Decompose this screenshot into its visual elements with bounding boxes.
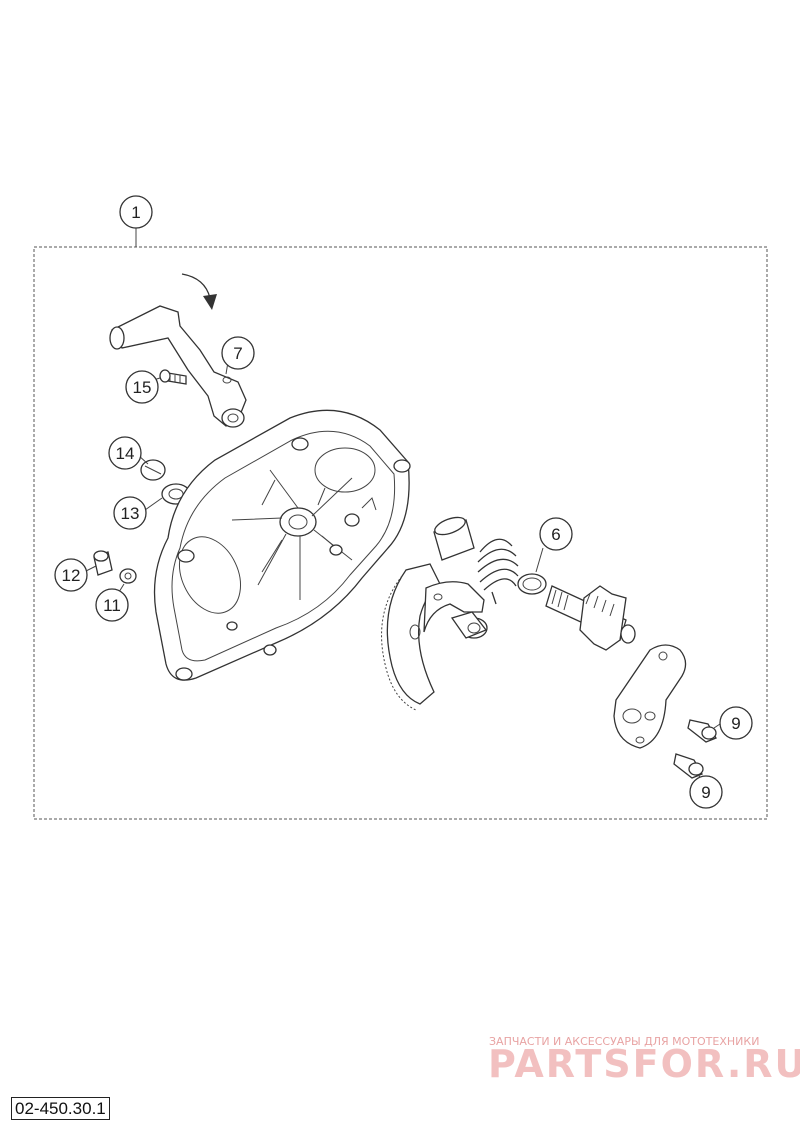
plate-bolt-upper <box>687 719 717 743</box>
callout-13: 13 <box>113 496 147 530</box>
svg-text:7: 7 <box>233 344 242 363</box>
callout-9-lower: 9 <box>689 775 723 809</box>
callout-12: 12 <box>54 558 88 592</box>
torsion-spring <box>477 538 519 605</box>
segment-gear <box>381 563 488 711</box>
svg-text:11: 11 <box>103 596 121 615</box>
svg-text:6: 6 <box>551 525 560 544</box>
kick-starter-lever <box>109 305 247 428</box>
bush <box>433 516 475 561</box>
watermark-brand: PARTSFOR.RU <box>488 1042 800 1086</box>
svg-text:9: 9 <box>701 783 710 802</box>
svg-text:9: 9 <box>731 714 740 733</box>
svg-text:15: 15 <box>133 378 152 397</box>
svg-text:13: 13 <box>121 504 140 523</box>
svg-text:14: 14 <box>116 444 135 463</box>
plate-bolt-lower <box>673 753 704 779</box>
svg-text:12: 12 <box>62 566 81 585</box>
retaining-plate <box>613 644 687 749</box>
watermark-tagline: ЗАПЧАСТИ И АКСЕССУАРЫ ДЛЯ МОТОТЕХНИКИ <box>489 1035 759 1048</box>
callout-11: 11 <box>95 588 129 622</box>
svg-text:1: 1 <box>131 203 140 222</box>
diagram-code: 02-450.30.1 <box>11 1097 110 1120</box>
callout-14: 14 <box>108 436 142 470</box>
callout-7: 7 <box>221 336 255 370</box>
bolt-and-washer <box>93 550 137 584</box>
assembly-frame <box>33 246 768 820</box>
callout-1: 1 <box>119 195 153 229</box>
kick-starter-shaft <box>545 585 636 651</box>
callout-9-upper: 9 <box>719 706 753 740</box>
rotation-arrow-icon <box>181 273 217 310</box>
callout-15: 15 <box>125 370 159 404</box>
watermark: ЗАПЧАСТИ И АКСЕССУАРЫ ДЛЯ МОТОТЕХНИКИ PA… <box>488 1035 800 1086</box>
o-ring <box>517 573 547 595</box>
callout-6: 6 <box>539 517 573 551</box>
clutch-cover <box>153 409 411 681</box>
lever-screw <box>159 369 187 385</box>
